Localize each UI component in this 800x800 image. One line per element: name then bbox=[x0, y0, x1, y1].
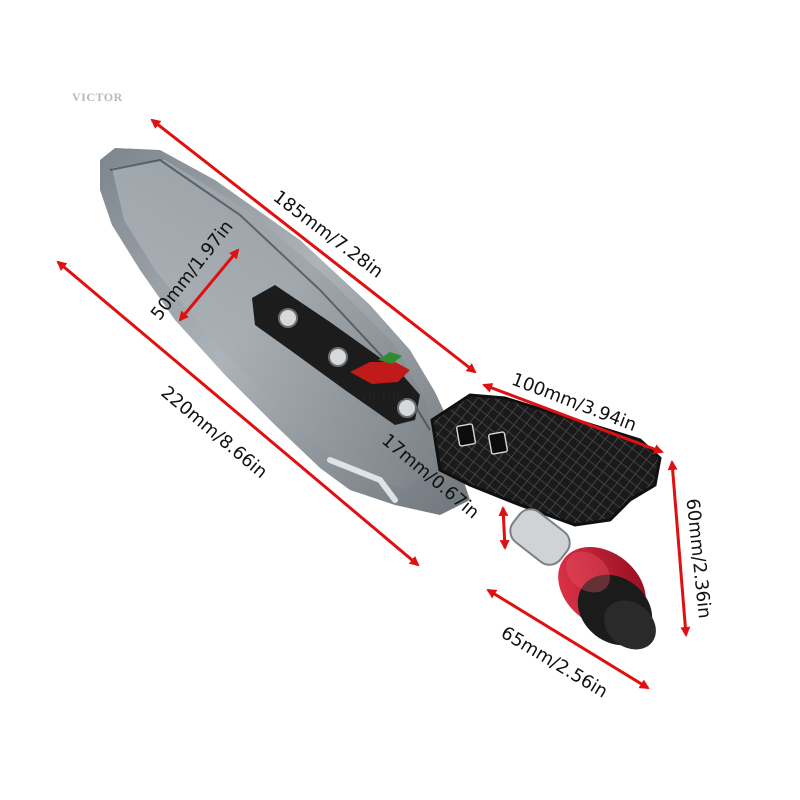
dimension-arrows bbox=[56, 118, 691, 690]
watermark-victor: VICTOR bbox=[72, 90, 123, 104]
svg-text:VICTOR: VICTOR bbox=[360, 391, 405, 403]
